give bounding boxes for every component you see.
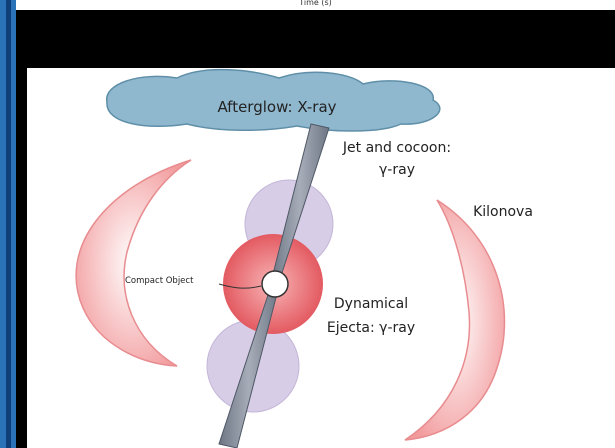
jet-cocoon-label-line2: γ-ray bbox=[379, 162, 415, 178]
jet-cocoon-label-line1: Jet and cocoon: bbox=[342, 140, 451, 156]
compact-object bbox=[262, 271, 288, 297]
afterglow-label: Afterglow: X-ray bbox=[217, 98, 336, 116]
diagram-panel: Afterglow: X-ray Compact Object Jet and … bbox=[27, 68, 615, 448]
kilonova-right-crescent bbox=[405, 200, 505, 440]
compact-object-label: Compact Object bbox=[125, 276, 194, 286]
time-axis-label: Time (s) bbox=[16, 0, 615, 9]
left-border-bar bbox=[0, 0, 16, 448]
ejecta-label-line1: Dynamical bbox=[334, 296, 408, 312]
ejecta-label-line2: Ejecta: γ-ray bbox=[327, 320, 415, 336]
left-border-inner bbox=[6, 0, 11, 448]
kilonova-diagram: Afterglow: X-ray Compact Object Jet and … bbox=[27, 68, 615, 448]
kilonova-label: Kilonova bbox=[473, 204, 533, 220]
kilonova-left-crescent bbox=[76, 160, 191, 366]
